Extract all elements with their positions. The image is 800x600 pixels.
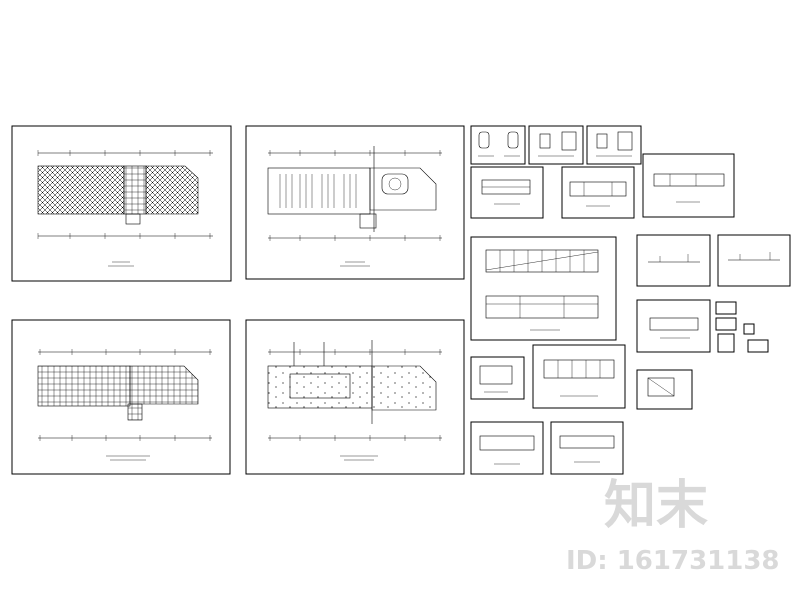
watermark: 知末 ID: 161731138 <box>566 476 780 576</box>
sheet-ceiling-grid-plan <box>11 319 231 475</box>
sheet-floor-finish-plan <box>11 125 232 282</box>
sheet-lighting-plan <box>245 319 465 475</box>
sheet-furniture-layout-plan <box>245 125 465 280</box>
watermark-id-text: ID: 161731138 <box>566 546 780 576</box>
sheet-detail-sections <box>470 125 791 475</box>
watermark-logo-text: 知末 <box>604 476 708 536</box>
